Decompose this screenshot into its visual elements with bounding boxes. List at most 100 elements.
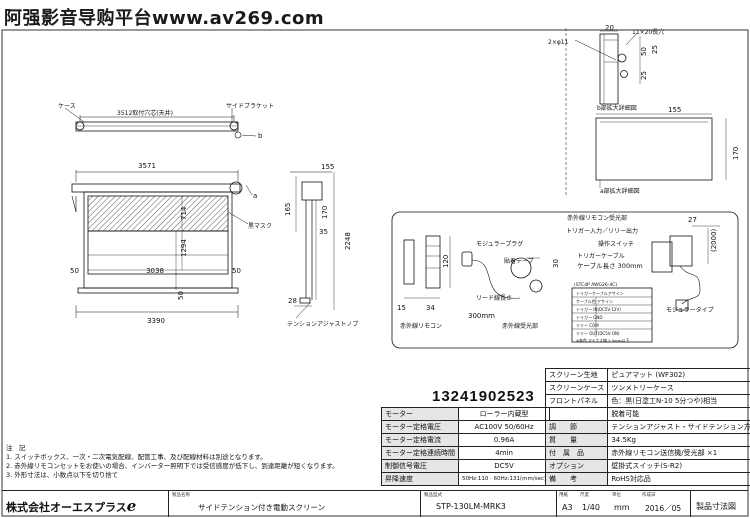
remote-panel-frame [391, 211, 739, 349]
spec-key: モーター定格電流 [381, 433, 459, 447]
note-line: 1. スイッチボックス、一次・二次電気配線、配管工事、及び配線材料は別途となりま… [6, 453, 267, 461]
spec-key: 調 節 [544, 420, 609, 434]
detail-b-view [565, 28, 641, 110]
spec-value: RoHS対応品 [607, 472, 750, 486]
dim-1294: 1294 [180, 239, 188, 257]
date: 2016／05 [645, 504, 682, 513]
spec-key: 昇降速度 [381, 472, 459, 486]
a-dim-170: 170 [732, 147, 740, 160]
document-type: 製品寸法図 [696, 502, 736, 511]
cable-row: ケーブル色 アサイン [576, 298, 613, 304]
dim-3390: 3390 [147, 317, 165, 325]
label-a: a [253, 192, 257, 200]
watermark: 阿强影音导购平台www.av269.com [4, 8, 325, 29]
notes-title: 注 記 [6, 444, 26, 452]
tape-label: 貼着テープ [504, 257, 534, 265]
a-dim-155: 155 [668, 106, 681, 114]
spec-value: 0.96A [457, 433, 551, 447]
scale-label: 尺度 [580, 493, 589, 498]
trigger-out: トリガー入力／リリー出力 [566, 227, 638, 235]
spec-key: モーター [381, 407, 459, 421]
spec-key: モーター定格連続時間 [381, 446, 459, 460]
remote-dim-2000: (2000) [710, 228, 718, 252]
spec-row: 付 属 品赤外線リモコン送信機/受光部 ×1 [544, 446, 750, 460]
spec-value: テンションアジャスト・サイドテンション方式 [607, 420, 750, 434]
a-title: a部拡大詳細図 [600, 187, 640, 195]
spec-value: 34.5Kg [607, 433, 750, 447]
company-name: 株式会社オーエスプラスe [6, 497, 136, 515]
lead-length: リード線長さ [476, 294, 512, 302]
size-label: 用紙 [559, 493, 568, 498]
spec-row: 調 節テンションアジャスト・サイドテンション方式 [544, 420, 750, 434]
cable-length: ケーブル長さ 300mm [577, 261, 643, 270]
spec-row: オプション壁掛式スイッチ(S-R2) [544, 459, 750, 473]
mask-label: 黒マスク [248, 223, 272, 230]
receiver-label2: 赤外線受光部 [502, 322, 538, 330]
spec-key: スクリーン生地 [544, 368, 609, 382]
spec-row: フロントパネル色：黒(日塗工N-10 5分つや)相当 [544, 394, 750, 408]
company-text: 株式会社オーエスプラス [6, 501, 127, 514]
operation-switch: 操作スイッチ [598, 240, 634, 248]
cable-row: トリガー GND [576, 314, 602, 320]
b-dim-25b: 25 [640, 71, 648, 80]
side-dim-170: 170 [321, 206, 329, 219]
spec-row: スクリーンケースツンメトリーケース [544, 381, 750, 395]
name-label: 製品名称 [172, 493, 190, 498]
top-case-view [64, 107, 242, 139]
mount-dim: 3512取付穴芯(天井) [117, 109, 173, 117]
unit: mm [614, 503, 630, 512]
model-number: STP-130LM-MRK3 [436, 502, 506, 511]
b-hole: 11×20長穴 [632, 28, 664, 36]
spec-value: 4min [457, 446, 551, 460]
spec-value: 壁掛式スイッチ(S-R2) [607, 459, 750, 473]
modular-plug: モジュラープラグ [476, 240, 523, 248]
spec-row: 脱着可能 [544, 407, 750, 421]
spec-value: 赤外線リモコン送信機/受光部 ×1 [607, 446, 750, 460]
spec-key: 質 量 [544, 433, 609, 447]
side-dim-165: 165 [284, 203, 292, 216]
spec-value: ピュアマット (WF302) [607, 368, 750, 382]
spec-value: DC5V [457, 459, 551, 473]
spec-key: モーター定格電圧 [381, 420, 459, 434]
unit-label: 単位 [612, 493, 621, 498]
spec-key: スクリーンケース [544, 381, 609, 395]
spec-row: モーターローラー内蔵型 [381, 407, 551, 421]
remote-label: 赤外線リモコン [400, 322, 442, 330]
scale: 1/40 [582, 503, 600, 512]
side-dim-35: 35 [319, 228, 328, 236]
b-dia: 2×φ11 [548, 39, 569, 46]
bracket-label: サイドブラケット [226, 102, 274, 110]
spec-value: ローラー内蔵型 [457, 407, 551, 421]
tension-label: テンションアジャストノブ [287, 320, 358, 328]
remote-dim-27: 27 [688, 216, 697, 224]
dim-3038: 3038 [146, 267, 164, 275]
model-label: 製品型式 [424, 493, 442, 498]
cable-row: トリガー IN(DC5V-12V) [576, 306, 621, 312]
cable-note: ※各色 マイナス線 2.5mm以下 [576, 338, 629, 343]
awg-label: (STC4P AWG26-4C) [574, 282, 617, 288]
spec-value: 脱着可能 [607, 407, 750, 421]
side-view [290, 171, 335, 319]
b-dim-50: 50 [640, 47, 648, 56]
receiver-label: 赤外線リモコン受光部 [567, 214, 627, 222]
modular-type: モジュラータイプ [666, 306, 714, 314]
cable-table-title: トリガーケーブルアサイン [576, 290, 624, 296]
side-dim-155: 155 [321, 163, 334, 171]
width-total: 3571 [138, 162, 156, 170]
cable-row: リリー OUT(DC5V-ON) [576, 331, 620, 336]
note-line: 3. 外形寸法は、小数点以下を切り捨て [6, 471, 119, 479]
cable-row: リリー COM [576, 323, 599, 328]
spec-value: 50Hz:110 · 60Hz:131(mm/sec) [457, 472, 551, 486]
dim-50-right: 50 [232, 267, 241, 275]
front-screen-view [71, 170, 253, 318]
spec-table-right: スクリーン生地ピュアマット (WF302) スクリーンケースツンメトリーケース … [544, 368, 750, 486]
b-dim-25a: 25 [651, 45, 659, 54]
note-line: 2. 赤外線リモコンセットをお使いの場合、インバーター照明下では受信感度が低下し… [6, 462, 339, 470]
lead-mm: 300mm [468, 312, 495, 320]
remote-panel [403, 225, 720, 343]
label-b: b [258, 132, 263, 140]
spec-key: 備 考 [544, 472, 609, 486]
